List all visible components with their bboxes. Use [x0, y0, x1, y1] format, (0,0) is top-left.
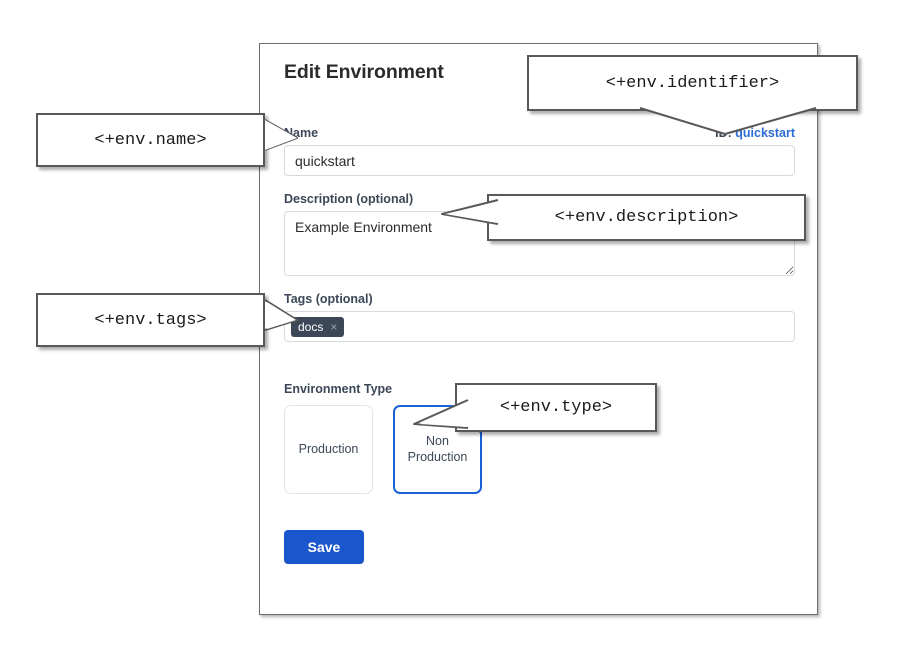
spacer — [284, 342, 795, 382]
page-title: Edit Environment — [284, 61, 444, 83]
callout-env-name: <+env.name> — [36, 113, 265, 167]
tag-chip[interactable]: docs × — [291, 316, 345, 337]
environment-type-card-label: Production — [298, 441, 359, 456]
description-textarea[interactable]: Example Environment — [284, 211, 795, 276]
callout-env-description: <+env.description> — [487, 194, 806, 241]
id-value-link[interactable]: quickstart — [735, 126, 795, 140]
callout-env-tags: <+env.tags> — [36, 293, 265, 347]
callout-env-type: <+env.type> — [455, 383, 657, 432]
name-input[interactable] — [284, 145, 795, 176]
tag-chip-label: docs — [298, 319, 324, 334]
edit-environment-panel: Edit Environment Name ID: quickstart Des… — [259, 43, 818, 615]
name-label-row: Name ID: quickstart — [284, 126, 795, 140]
environment-form: Name ID: quickstart Description (optiona… — [284, 126, 795, 564]
close-icon[interactable]: × — [330, 319, 338, 334]
save-button[interactable]: Save — [284, 530, 364, 564]
spacer — [284, 176, 795, 192]
tags-input[interactable]: docs × — [284, 311, 795, 342]
description-label-row: Description (optional) — [284, 192, 795, 206]
environment-id: ID: quickstart — [715, 126, 795, 140]
environment-type-label-row: Environment Type — [284, 382, 795, 396]
spacer — [284, 276, 795, 292]
id-prefix-label: ID: — [715, 126, 732, 140]
environment-type-label: Environment Type — [284, 382, 393, 396]
description-label: Description (optional) — [284, 192, 414, 206]
environment-type-card-production[interactable]: Production — [284, 405, 373, 494]
tags-label: Tags (optional) — [284, 292, 373, 306]
name-label: Name — [284, 126, 319, 140]
callout-env-identifier: <+env.identifier> — [527, 55, 858, 111]
tags-label-row: Tags (optional) — [284, 292, 795, 306]
